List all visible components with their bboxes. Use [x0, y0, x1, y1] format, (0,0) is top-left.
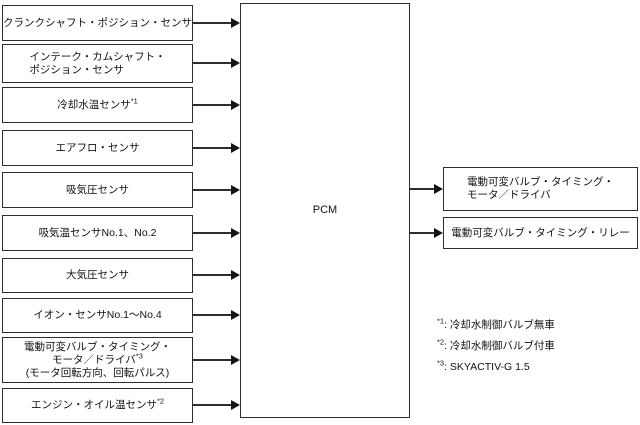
box-label-line: 電動可変バルブ・タイミング・リレー [451, 226, 630, 239]
arrow-input-evt-motor [193, 355, 240, 365]
arrow-shaft [193, 147, 232, 149]
footnote: *1: 冷却水制御バルブ無車 [437, 316, 555, 331]
arrow-shaft [193, 104, 232, 106]
arrowhead-icon [434, 228, 443, 238]
input-box-ion-sensor: イオン・センサNo.1〜No.4 [2, 298, 193, 333]
box-label-line: 大気圧センサ [66, 269, 129, 281]
arrow-shaft [193, 232, 232, 234]
box-label-line: イオン・センサNo.1〜No.4 [33, 309, 162, 321]
box-label: 冷却水温センサ*1 [57, 96, 138, 112]
box-label-line: 吸気温センサNo.1、No.2 [38, 226, 157, 239]
arrow-input-coolant-temp [193, 100, 240, 110]
footnote-marker: *2 [156, 396, 165, 406]
box-label: エンジン・オイル温センサ*2 [30, 396, 165, 412]
arrow-input-airflow [193, 143, 240, 153]
input-box-electric-vvt-motor-driver: 電動可変バルブ・タイミング・ モータ／ドライバ*3 (モータ回転方向、回転パルス… [2, 337, 193, 383]
input-box-intake-air-temp-sensor: 吸気温センサNo.1、No.2 [2, 215, 193, 251]
footnotes: *1: 冷却水制御バルブ無車 *2: 冷却水制御バルブ付車 *3: SKYACT… [437, 315, 555, 378]
box-label: 電動可変バルブ・タイミング・ モータ／ドライバ [467, 176, 614, 202]
input-box-engine-oil-temp-sensor: エンジン・オイル温センサ*2 [2, 388, 193, 423]
box-label: インテーク・カムシャフト・ ポジション・センサ [29, 51, 165, 77]
box-label-line: エンジン・オイル温センサ*2 [30, 396, 165, 411]
box-label: 吸気温センサNo.1、No.2 [39, 227, 157, 240]
arrowhead-icon [434, 184, 443, 194]
arrow-shaft [193, 189, 232, 191]
box-label: 吸気圧センサ [66, 184, 129, 197]
arrowhead-icon [231, 100, 240, 110]
arrowhead-icon [231, 143, 240, 153]
arrowhead-icon [231, 185, 240, 195]
input-box-intake-camshaft-position-sensor: インテーク・カムシャフト・ ポジション・センサ [2, 44, 193, 83]
arrow-shaft [410, 232, 435, 234]
input-box-coolant-temp-sensor: 冷却水温センサ*1 [2, 87, 193, 123]
footnote-marker: *1 [437, 316, 445, 326]
box-label-line: エアフロ・センサ [55, 141, 140, 154]
footnote-marker: *3 [437, 358, 445, 368]
arrowhead-icon [231, 400, 240, 410]
input-box-intake-pressure-sensor: 吸気圧センサ [2, 172, 193, 208]
box-label-line: ポジション・センサ [29, 63, 124, 76]
box-label-line: インテーク・カムシャフト・ [29, 50, 166, 63]
arrow-shaft [193, 22, 232, 24]
arrow-output-evt-relay [410, 228, 443, 238]
box-label: 電動可変バルブ・タイミング・ モータ／ドライバ*3 (モータ回転方向、回転パルス… [24, 341, 171, 380]
input-box-barometric-pressure-sensor: 大気圧センサ [2, 258, 193, 293]
arrowhead-icon [231, 355, 240, 365]
arrowhead-icon [231, 270, 240, 280]
box-label-line: クランクシャフト・ポジション・センサ [3, 16, 192, 29]
arrow-input-intake-camshaft [193, 58, 240, 68]
pcm-box: PCM [240, 3, 410, 418]
box-label-line: モータ／ドライバ*3 [52, 351, 143, 366]
arrow-input-intake-pressure [193, 185, 240, 195]
arrow-shaft [410, 188, 435, 190]
arrow-input-intake-air-temp [193, 228, 240, 238]
box-label-line: 冷却水温センサ*1 [57, 96, 138, 111]
box-label-line: 電動可変バルブ・タイミング・ [467, 176, 614, 188]
box-label: イオン・センサNo.1〜No.4 [33, 309, 161, 322]
footnote-marker: *2 [437, 337, 445, 347]
arrow-shaft [193, 314, 232, 316]
box-label-line: (モータ回転方向、回転パルス) [25, 366, 170, 379]
arrow-input-barometric [193, 270, 240, 280]
box-label-line: 電動可変バルブ・タイミング・ [24, 340, 171, 353]
output-box-electric-vvt-motor-driver: 電動可変バルブ・タイミング・ モータ／ドライバ [443, 167, 638, 211]
box-label: 電動可変バルブ・タイミング・リレー [451, 227, 630, 240]
arrow-shaft [193, 274, 232, 276]
arrowhead-icon [231, 58, 240, 68]
arrow-input-crankshaft [193, 18, 240, 28]
arrow-input-ion-sensor [193, 310, 240, 320]
box-label-line: 吸気圧センサ [66, 183, 129, 196]
arrow-shaft [193, 62, 232, 64]
footnote: *2: 冷却水制御バルブ付車 [437, 337, 555, 352]
arrowhead-icon [231, 310, 240, 320]
arrow-output-evt-motor-driver [410, 184, 443, 194]
arrowhead-icon [231, 18, 240, 28]
arrow-shaft [193, 359, 232, 361]
footnote-marker: *1 [130, 96, 138, 105]
box-label: クランクシャフト・ポジション・センサ [3, 17, 192, 30]
arrowhead-icon [231, 228, 240, 238]
arrow-input-engine-oil-temp [193, 400, 240, 410]
input-box-airflow-sensor: エアフロ・センサ [2, 130, 193, 166]
footnote-marker: *3 [135, 351, 143, 360]
output-box-electric-vvt-relay: 電動可変バルブ・タイミング・リレー [443, 217, 638, 249]
arrow-shaft [193, 404, 232, 406]
box-label: エアフロ・センサ [56, 142, 140, 155]
box-label: 大気圧センサ [66, 269, 129, 282]
input-box-crankshaft-position-sensor: クランクシャフト・ポジション・センサ [2, 5, 193, 41]
footnote: *3: SKYACTIV-G 1.5 [437, 358, 530, 373]
box-label-line: モータ／ドライバ [467, 189, 551, 201]
pcm-label: PCM [312, 204, 338, 216]
